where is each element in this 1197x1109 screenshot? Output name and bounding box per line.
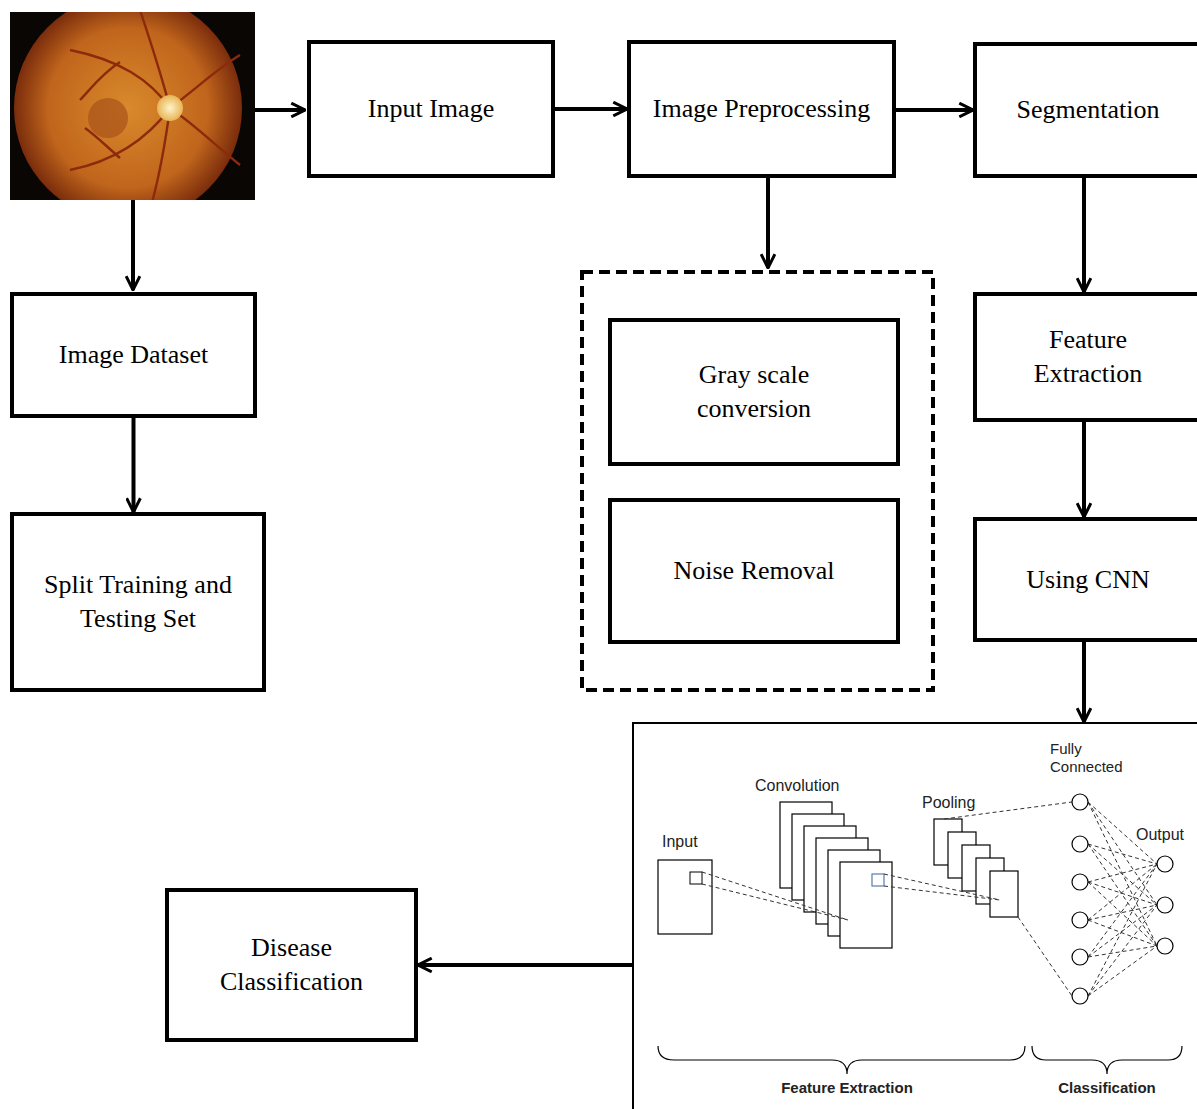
flow-arrow [1082, 642, 1086, 722]
step-box: Gray scale conversion [608, 318, 900, 466]
blood-vessels [150, 108, 170, 200]
optic-disc [157, 95, 183, 121]
convolution-stack [872, 874, 884, 886]
section-label: Feature Extraction [737, 1079, 957, 1097]
input-layer [658, 860, 712, 934]
flow-arrow [1082, 178, 1086, 292]
section-braces [658, 1046, 1182, 1074]
process-box: Split Training and Testing Set [10, 512, 266, 692]
box-label: Disease Classification [192, 931, 392, 999]
input-layer [658, 860, 712, 934]
blood-vessels [80, 62, 120, 100]
process-box: Image Preprocessing [627, 40, 896, 178]
section-label: Classification [1042, 1079, 1172, 1097]
cnn-label-holder: Feature Extraction [737, 1079, 957, 1097]
box-label: Split Training and Testing Set [28, 568, 248, 636]
section-braces [658, 1046, 1025, 1074]
cnn-label-holder: Output [1136, 825, 1184, 844]
retina [14, 12, 242, 200]
blood-vessels [140, 12, 170, 108]
process-box: Using CNN [973, 517, 1197, 642]
fully-connected-neurons [1072, 874, 1088, 890]
cnn-label-holder: Convolution [755, 776, 840, 795]
process-box: Input Image [307, 40, 555, 178]
layer-label: Pooling [922, 793, 975, 812]
box-label: Image Dataset [59, 338, 208, 372]
flow-arrow [132, 418, 136, 512]
fully-connected-neurons [1072, 949, 1088, 965]
output-neurons [1157, 938, 1173, 954]
data-box: Image Dataset [10, 292, 257, 418]
convolution-stack [840, 862, 892, 948]
flow-arrow [555, 107, 627, 111]
section-braces [1032, 1046, 1182, 1074]
result-box: Disease Classification [165, 888, 418, 1042]
pooling-stack [990, 871, 1018, 917]
box-label: Noise Removal [673, 554, 834, 588]
flow-arrow [1082, 422, 1086, 517]
box-label: Image Preprocessing [653, 92, 870, 126]
dashed-group [582, 272, 933, 690]
pooling-stack [934, 819, 1018, 917]
cnn-label-holder: Input [662, 832, 698, 851]
fully-connected-neurons [1072, 988, 1088, 1004]
fully-connected-neurons [1072, 794, 1088, 1004]
blood-vessels [85, 128, 120, 158]
cnn-illustration [634, 724, 1197, 1109]
convolution-stack [780, 802, 892, 948]
output-neurons [1157, 856, 1173, 954]
output-neurons [1157, 856, 1173, 872]
fundus-photo [10, 12, 255, 200]
blood-vessels [70, 12, 240, 200]
process-box: Feature Extraction [973, 292, 1197, 422]
blood-vessels [70, 108, 170, 170]
box-label: Gray scale conversion [669, 358, 839, 426]
dashed-links [884, 874, 1000, 900]
layer-label: Convolution [755, 776, 840, 795]
layer-label: Output [1136, 825, 1184, 844]
dashed-links [702, 872, 848, 920]
dashed-links [702, 802, 1157, 996]
cnn-label-holder: Pooling [922, 793, 975, 812]
dashed-links [944, 802, 1072, 996]
cnn-panel: ConvolutionInput Pooling Fully ConnectedOu… [632, 722, 1197, 1109]
group-arrow [766, 178, 770, 268]
blood-vessels [170, 55, 240, 108]
box-label: Input Image [368, 92, 494, 126]
fully-connected-neurons [1072, 836, 1088, 852]
layer-label: Input [662, 832, 698, 851]
box-label: Feature Extraction [1008, 323, 1168, 391]
blood-vessels [170, 108, 240, 165]
photo-arrow [131, 200, 135, 290]
fully-connected-neurons [1072, 794, 1088, 810]
photo-arrow [255, 108, 305, 112]
layer-label: Fully Connected [1050, 740, 1132, 776]
output-neurons [1157, 897, 1173, 913]
step-box: Noise Removal [608, 498, 900, 644]
cnn-label-holder: Classification [1042, 1079, 1172, 1097]
process-box: Segmentation [973, 42, 1197, 178]
input-layer [690, 872, 702, 884]
box-label: Segmentation [1017, 93, 1160, 127]
flow-arrow [418, 963, 632, 967]
flow-arrow [896, 108, 973, 112]
box-label: Using CNN [1026, 563, 1150, 597]
macula [88, 98, 128, 138]
fully-connected-neurons [1072, 912, 1088, 928]
cnn-label-holder: Fully Connected [1050, 740, 1132, 776]
